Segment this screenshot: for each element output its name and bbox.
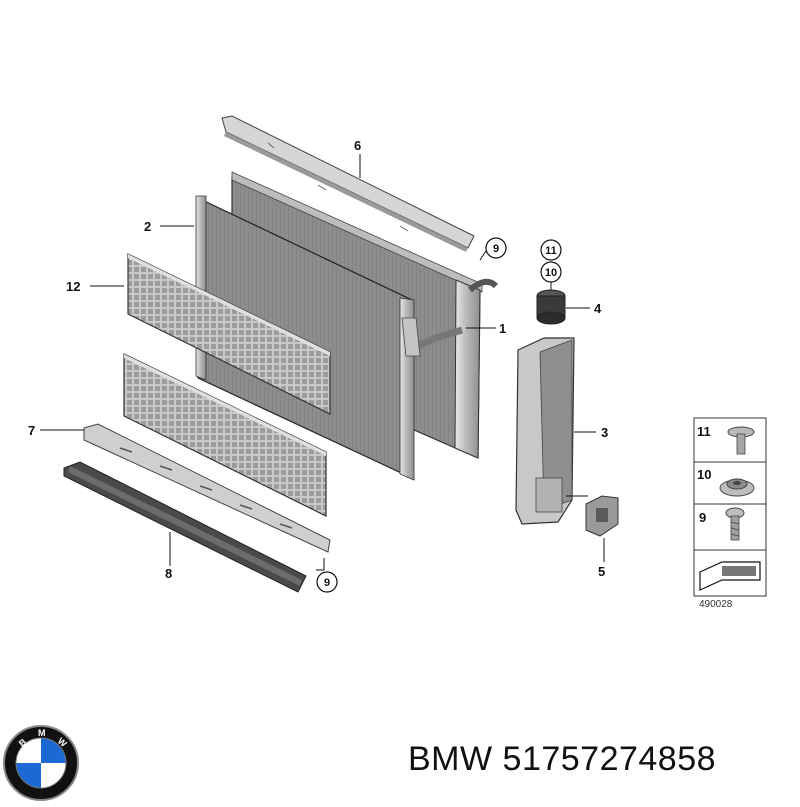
upper-cover-part	[221, 115, 475, 252]
callout-11: 11	[540, 239, 562, 261]
callout-4: 4	[594, 301, 602, 316]
svg-text:9: 9	[493, 243, 499, 255]
key-number-10: 10	[697, 467, 711, 482]
air-duct-part	[515, 337, 575, 525]
brand-part-number-label: BMW 51757274858	[408, 740, 717, 778]
bracket-part	[585, 495, 619, 537]
reference-number: 490028	[699, 599, 733, 610]
callout-10: 10	[540, 261, 562, 283]
callout-12: 12	[66, 279, 80, 294]
callout-8: 8	[165, 566, 172, 581]
grommet-icon	[719, 478, 755, 497]
callout-9-lower: 9	[316, 571, 338, 593]
svg-text:9: 9	[324, 577, 330, 589]
callout-6: 6	[354, 138, 361, 153]
svg-text:M: M	[38, 728, 46, 738]
fastener-key-table: 11 10 9	[693, 417, 767, 597]
upper-air-guide-grille-part	[127, 253, 331, 415]
leader-lines	[40, 154, 605, 571]
callout-7: 7	[28, 423, 35, 438]
svg-text:B: B	[17, 736, 29, 748]
screw-icon	[725, 507, 745, 541]
bmw-logo: B M W	[2, 724, 80, 802]
arrow-wedge-icon	[699, 561, 761, 591]
callout-9-upper: 9	[485, 237, 507, 259]
callout-2: 2	[144, 219, 151, 234]
svg-text:10: 10	[545, 267, 557, 279]
key-number-11: 11	[697, 424, 711, 439]
rivet-icon	[727, 426, 755, 455]
callout-5: 5	[598, 564, 605, 579]
mount-pad-part	[536, 289, 566, 325]
callout-1: 1	[499, 321, 506, 336]
svg-text:11: 11	[545, 245, 557, 257]
seal-strip-part	[63, 461, 307, 593]
lower-air-guide-grille-part	[123, 353, 327, 517]
callout-3: 3	[601, 425, 608, 440]
lower-bracket-part	[83, 423, 331, 553]
key-number-9: 9	[699, 510, 706, 525]
